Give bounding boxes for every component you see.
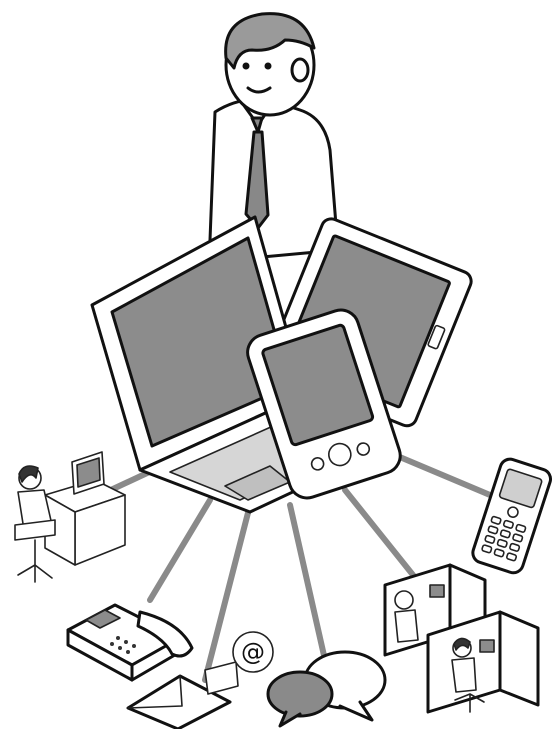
person-icon xyxy=(210,14,338,260)
mobile-phone-icon xyxy=(470,457,553,576)
office-cubicles-icon xyxy=(385,565,538,712)
at-sign-icon: @ xyxy=(233,632,273,672)
at-symbol-text: @ xyxy=(241,638,265,666)
desk-phone-icon xyxy=(68,605,192,680)
desk-worker-icon xyxy=(15,452,125,582)
speech-bubbles-icon xyxy=(268,652,385,726)
